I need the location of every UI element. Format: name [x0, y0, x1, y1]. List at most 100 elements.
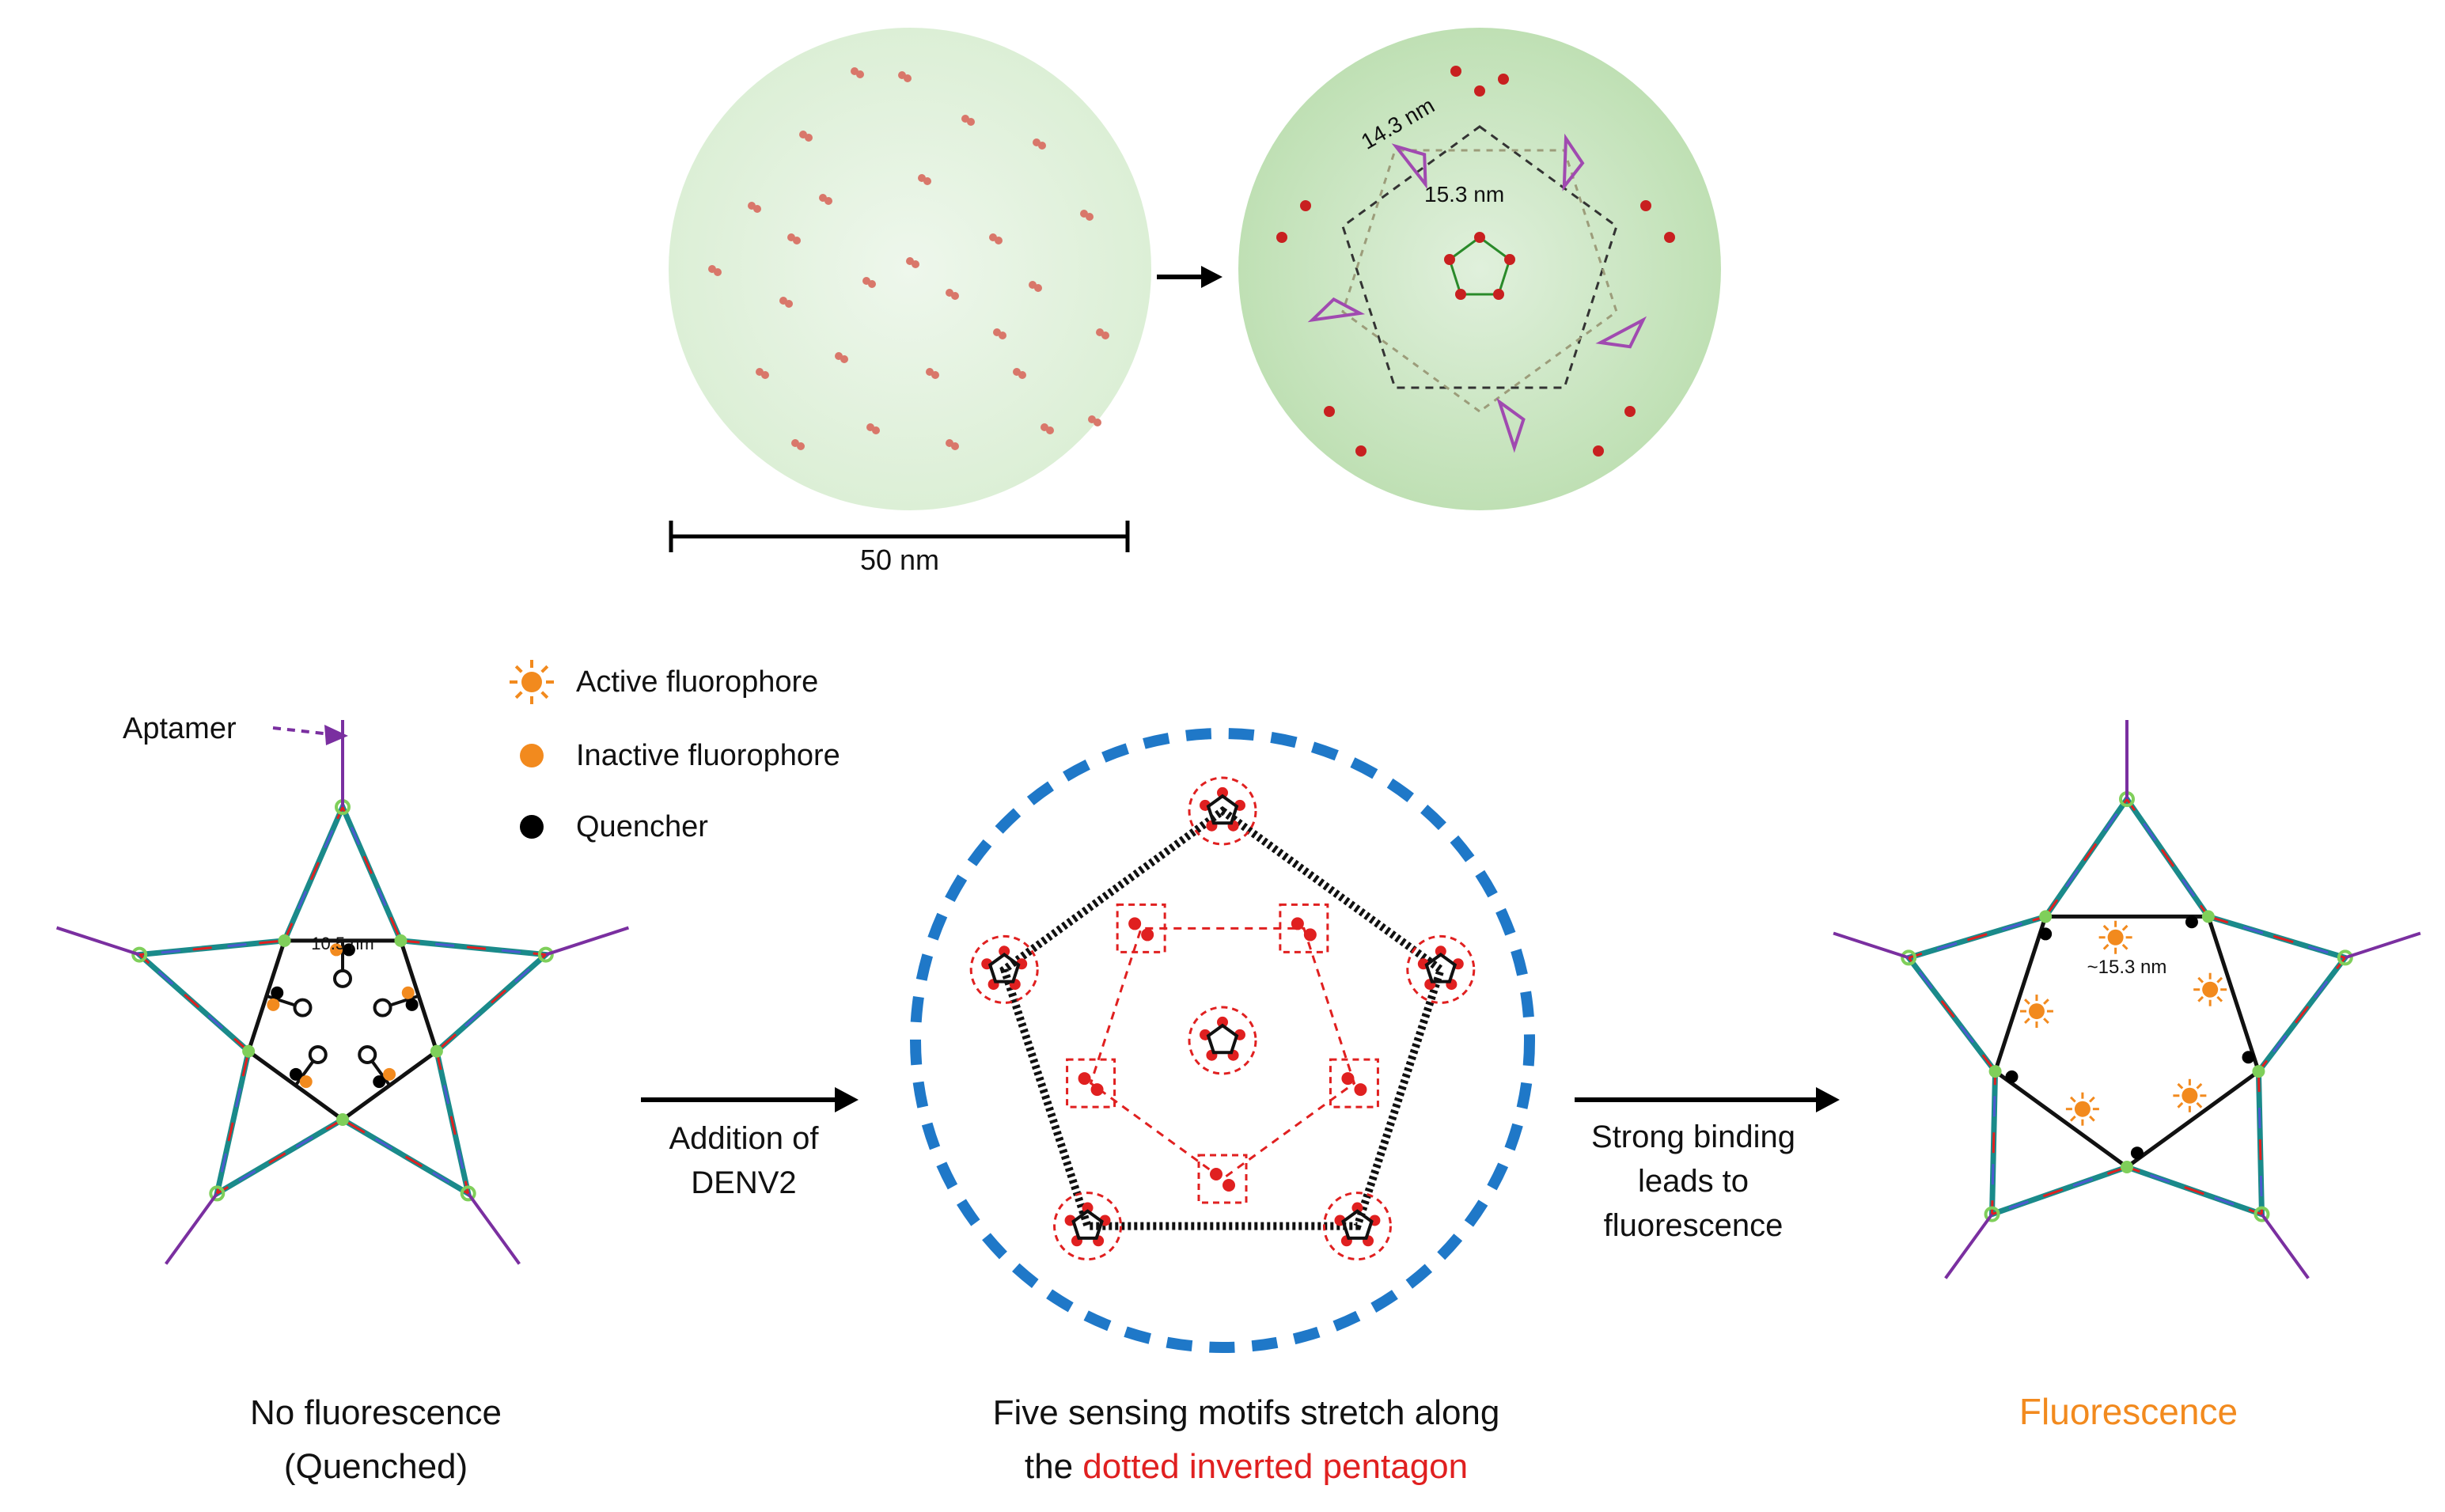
protein-dot: [1351, 1202, 1363, 1214]
node: [336, 1113, 349, 1126]
legend-inactive-label: Inactive fluorophore: [576, 739, 840, 772]
active-fluorophore: [2182, 1087, 2198, 1104]
protein-dot: [1090, 1083, 1104, 1097]
node: [278, 934, 291, 947]
quencher: [405, 998, 419, 1011]
inactive-fluorophore-icon: [520, 744, 544, 767]
protein-mark: [1018, 371, 1026, 379]
protein-mark: [1300, 200, 1311, 211]
quencher: [342, 943, 355, 957]
scale-bar-label: 50 nm: [860, 544, 939, 576]
protein-mark: [805, 134, 813, 142]
hairpin-loop: [373, 998, 392, 1017]
strand: [2044, 797, 2210, 918]
protein-mark: [931, 371, 939, 379]
aptamer: [2345, 931, 2421, 960]
protein-dot: [1291, 917, 1304, 930]
quencher-icon: [520, 815, 544, 839]
fluorescent-structure: ~15.3 nm: [1833, 720, 2421, 1279]
protein-dot: [1082, 1202, 1094, 1214]
node: [460, 1185, 476, 1202]
quencher: [2039, 927, 2053, 941]
protein-dot: [1217, 786, 1228, 798]
protein-mark: [1640, 200, 1651, 211]
protein-mark: [912, 260, 919, 268]
quencher: [373, 1075, 386, 1089]
protein-mark: [1450, 66, 1461, 77]
virion-bound: 14.3 nm 15.3 nm: [1238, 28, 1721, 510]
strand: [215, 1051, 343, 1196]
active-fluorophore: [2074, 1101, 2091, 1117]
hairpin-loop: [308, 1044, 328, 1064]
protein-mark: [1498, 74, 1509, 85]
top-arrow: [1157, 266, 1222, 288]
node: [1901, 949, 1917, 966]
strand: [2126, 1071, 2264, 1216]
ray: [2102, 943, 2110, 950]
strand: [2044, 797, 2210, 918]
arm: [1988, 1071, 2128, 1218]
node: [430, 1044, 443, 1058]
motif-ring: [1322, 1192, 1392, 1261]
middle-caption-line2: the dotted inverted pentagon: [1025, 1447, 1468, 1486]
legend-active-label: Active fluorophore: [576, 665, 818, 699]
node: [242, 1044, 256, 1058]
aptamer: [165, 1192, 218, 1265]
node: [131, 946, 148, 963]
protein-mark: [1276, 232, 1287, 243]
motif-ring: [1188, 1006, 1257, 1075]
legend: Active fluorophore Inactive fluorophore …: [510, 660, 840, 843]
motif-pentagon: [1206, 794, 1239, 825]
star-arm: [400, 938, 553, 1054]
node: [2039, 910, 2053, 923]
aptamer: [55, 926, 140, 957]
strand: [1990, 1071, 2128, 1216]
aptamer: [545, 926, 630, 957]
inner-pentagon: [1992, 914, 2261, 1170]
ray: [2197, 995, 2204, 1002]
protein-mark: [951, 292, 959, 300]
protein-mark: [1101, 332, 1109, 339]
star-arm: [282, 800, 404, 942]
strand: [400, 939, 549, 1052]
protein-mark: [714, 268, 722, 276]
ray: [2024, 999, 2030, 1005]
protein-mark: [753, 205, 761, 213]
strand: [342, 1051, 470, 1196]
active-fluorophore-icon: [510, 660, 554, 704]
middle-caption-highlight: dotted inverted pentagon: [1082, 1447, 1468, 1486]
arrow2-line2: leads to: [1638, 1164, 1749, 1199]
fluorophore: [299, 1075, 313, 1089]
fluorophore: [383, 1067, 396, 1081]
right-caption: Fluorescence: [2019, 1391, 2238, 1432]
quencher: [271, 986, 284, 999]
node: [2337, 949, 2353, 966]
strand: [2208, 915, 2348, 1072]
quencher: [289, 1067, 302, 1081]
binding-schematic: [910, 728, 1535, 1353]
protein-mark: [967, 118, 975, 126]
ray: [2102, 924, 2110, 931]
aptamer-triangle: [1391, 143, 1427, 189]
protein-mark: [1455, 289, 1466, 300]
motif-ring: [969, 934, 1039, 1004]
hairpin: [294, 1059, 316, 1086]
motif-pentagon: [1424, 953, 1458, 983]
protein-mark: [1355, 445, 1367, 457]
node: [1984, 1206, 2000, 1222]
left-caption-line2: (Quenched): [284, 1447, 468, 1486]
protein-mark: [872, 426, 880, 434]
protein-mark: [1624, 406, 1636, 417]
protein-mark: [1474, 85, 1485, 97]
protein-mark: [1324, 406, 1335, 417]
active-fluorophore: [2107, 929, 2124, 945]
protein-mark: [951, 442, 959, 450]
node: [2254, 1206, 2270, 1222]
legend-quencher-label: Quencher: [576, 810, 708, 843]
node: [2121, 1161, 2133, 1173]
motif-pentagon: [1071, 1209, 1104, 1240]
node: [209, 1185, 226, 1202]
ray: [2196, 1101, 2203, 1108]
protein-mark: [904, 74, 912, 82]
active-fluorophore: [2202, 981, 2219, 998]
